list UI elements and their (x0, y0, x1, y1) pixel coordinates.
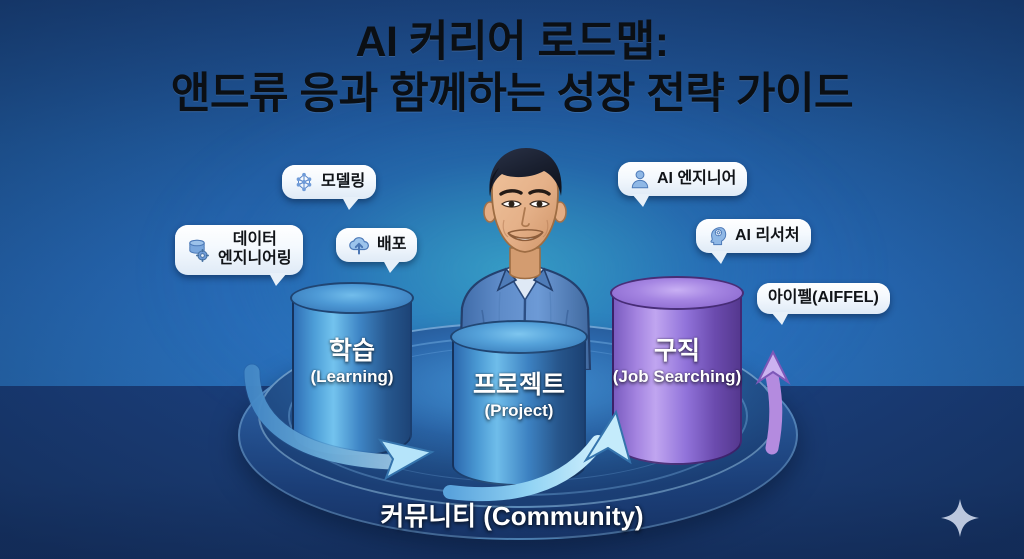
page-title: AI 커리어 로드맵: 앤드류 응과 함께하는 성장 전략 가이드 (0, 18, 1024, 118)
cylinder-label: 구직 (Job Searching) (612, 337, 742, 386)
cloud-upload-icon (349, 237, 369, 255)
cylinder-label-en: (Project) (484, 400, 554, 420)
bubble-label: AI 엔지니어 (657, 169, 737, 187)
cylinder-label: 프로젝트 (Project) (452, 371, 586, 420)
head-brain-icon (710, 227, 727, 246)
bubble-tail (632, 194, 650, 207)
bubble-ai-engineer[interactable]: AI 엔지니어 (618, 162, 748, 207)
cylinder-top-cap (450, 320, 588, 354)
cylinder-label-ko: 학습 (328, 337, 375, 365)
platform-label: 커뮤니티 (Community) (380, 501, 644, 531)
bubble-tail (710, 251, 728, 264)
cylinder-top-cap (610, 276, 744, 310)
cylinder-top-cap (290, 282, 414, 314)
bubble-label: AI 리서처 (735, 226, 800, 244)
bubble-aiffel[interactable]: 아이펠(AIFFEL) (757, 283, 890, 325)
database-gear-icon (189, 239, 209, 262)
stage-cylinder-learning[interactable]: 학습 (Learning) (290, 282, 414, 457)
bubble-tail (268, 272, 287, 286)
bubble-label-line2: 엔지니어링 (218, 249, 292, 267)
cylinder-label-en: (Learning) (310, 366, 394, 386)
bubble-data-engineering[interactable]: 데이터 엔지니어링 (175, 225, 303, 286)
bubble-label: 데이터 엔지니어링 (218, 231, 292, 269)
title-line-2: 앤드류 응과 함께하는 성장 전략 가이드 (170, 70, 854, 119)
bubble-tail (383, 260, 402, 273)
bubble-tail (771, 311, 789, 325)
bubble-modeling[interactable]: 모델링 (282, 165, 377, 210)
cylinder-body (612, 292, 742, 465)
four-point-sparkle-icon (941, 499, 979, 537)
cylinder-label-en: (Job Searching) (612, 366, 742, 386)
bubble-deployment[interactable]: 배포 (336, 228, 418, 273)
person-icon (631, 170, 649, 189)
cylinder-label: 학습 (Learning) (292, 337, 412, 386)
neural-network-icon (296, 172, 312, 192)
bubble-label: 배포 (377, 235, 407, 253)
bubble-ai-researcher[interactable]: AI 리서처 (696, 219, 811, 264)
stage-cylinder-job-searching[interactable]: 구직 (Job Searching) (610, 276, 744, 465)
title-line-1: AI 커리어 로드맵: (355, 18, 669, 66)
bubble-label: 모델링 (321, 172, 366, 190)
bubble-tail (342, 197, 361, 210)
bubble-label-line1: 데이터 (232, 231, 277, 248)
stage-cylinder-project[interactable]: 프로젝트 (Project) (450, 320, 588, 486)
bubble-label: 아이펠(AIFFEL) (768, 289, 879, 306)
cylinder-label-ko: 구직 (653, 337, 700, 365)
cylinder-label-ko: 프로젝트 (472, 371, 565, 399)
